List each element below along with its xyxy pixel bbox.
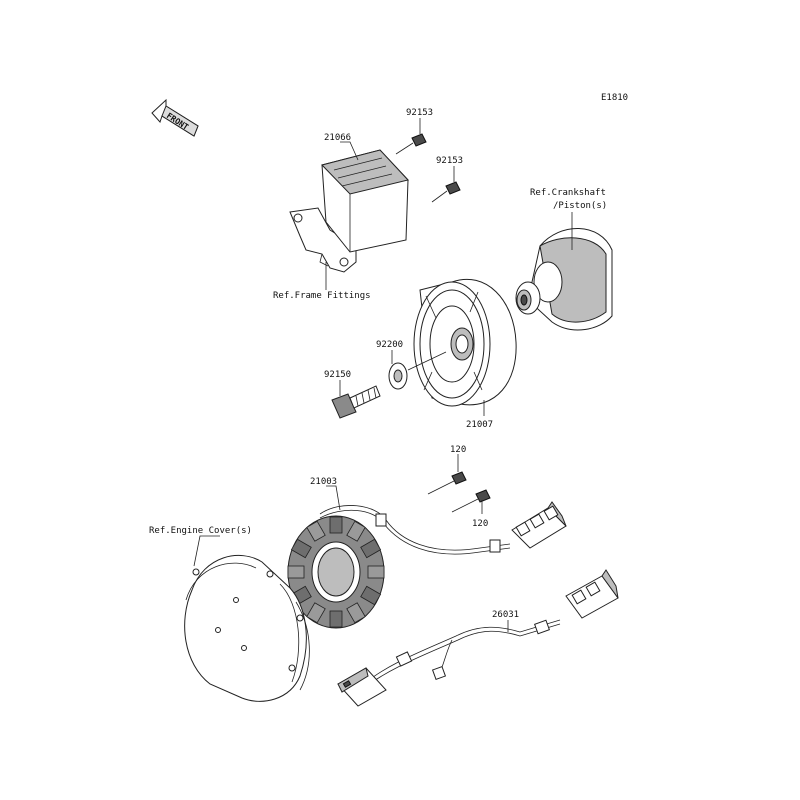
label-21003: 21003 [310, 477, 337, 487]
label-ref-frame-fittings: Ref.Frame Fittings [273, 291, 371, 301]
label-26031: 26031 [492, 610, 519, 620]
label-92150: 92150 [324, 370, 351, 380]
diagram-code: E1810 [601, 93, 628, 103]
leader-21003 [326, 485, 341, 511]
stator-coil-tooth [360, 538, 382, 559]
stator-coil-tooth [346, 602, 366, 624]
stator-coil-tooth [287, 565, 305, 579]
stator-coil [287, 501, 567, 629]
stator-coil-tooth [346, 520, 366, 542]
stator-bolt-1 [427, 471, 467, 495]
label-21007: 21007 [466, 420, 493, 430]
bolt-92150 [331, 385, 381, 419]
label-ref-engine-cover: Ref.Engine Cover(s) [149, 526, 252, 536]
label-21066: 21066 [324, 133, 351, 143]
leader-washer-shaft [407, 351, 447, 371]
label-92153-1: 92153 [406, 108, 433, 118]
front-arrow-icon: FRONT [151, 98, 199, 137]
leader-21066 [340, 141, 359, 161]
label-92153-2: 92153 [436, 156, 463, 166]
stator-bolt-2 [451, 489, 491, 513]
label-ref-crankshaft-1: Ref.Crankshaft [530, 188, 606, 198]
bolt-92153-lower [431, 181, 461, 203]
bolt-92153-top [395, 133, 427, 155]
stator-coil-tooth [306, 602, 326, 624]
stator-coil-tooth [329, 610, 343, 628]
leader-engine-cover [193, 535, 220, 567]
crankshaft-reference [515, 228, 613, 331]
stator-connector [511, 501, 567, 549]
stator-coil-tooth [290, 538, 312, 559]
lead-harness-26031 [337, 569, 619, 707]
label-ref-crankshaft-2: /Piston(s) [553, 201, 607, 211]
regulator-assembly [289, 133, 461, 273]
washer-92200 [388, 362, 408, 390]
stator-coil-tooth [360, 585, 382, 606]
label-120-2: 120 [472, 519, 488, 529]
stator-coil-tooth [329, 516, 343, 534]
rotor-flywheel [413, 278, 517, 407]
stator-coil-tooth [306, 520, 326, 542]
label-92200: 92200 [376, 340, 403, 350]
engine-cover-reference [184, 554, 310, 702]
label-120-1: 120 [450, 445, 466, 455]
stator-coil-tooth [367, 565, 385, 579]
